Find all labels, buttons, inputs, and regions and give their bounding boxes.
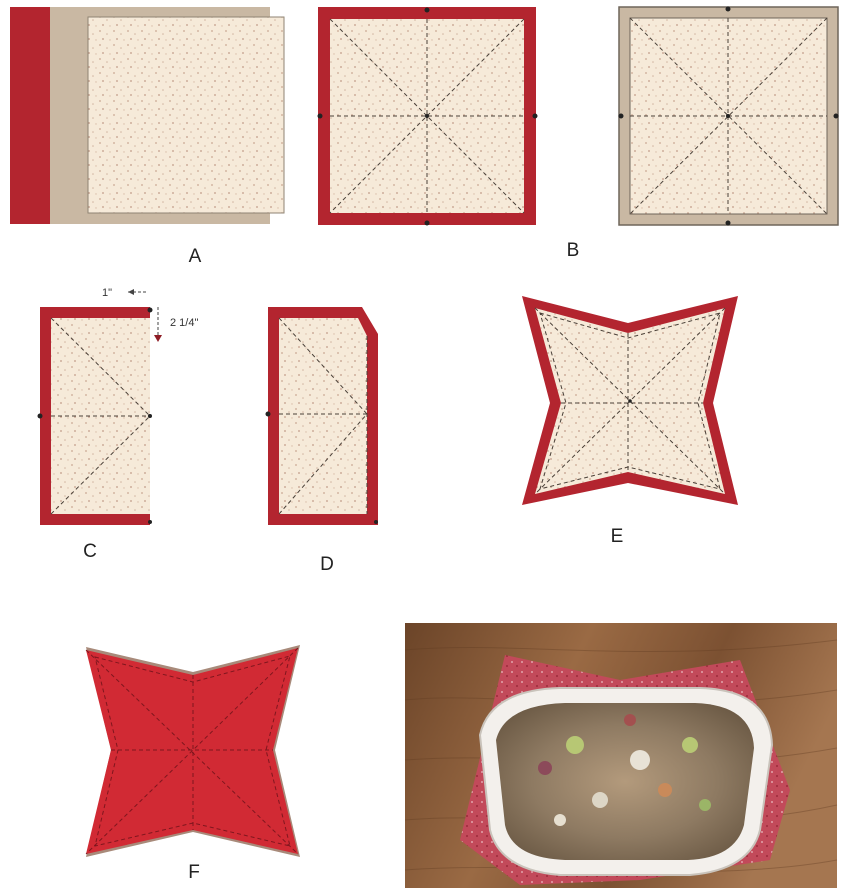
fold-height-label: 2 1/4" xyxy=(170,317,198,329)
pin-mark xyxy=(38,414,43,419)
pin-mark xyxy=(374,520,378,524)
label-a: A xyxy=(189,246,202,267)
label-b: B xyxy=(567,240,580,261)
label-d: D xyxy=(320,554,334,575)
cream-center xyxy=(279,318,367,514)
step-a-layered-fabrics xyxy=(10,7,284,224)
finished-cozy-photo xyxy=(405,623,837,888)
step-c-folded-half: 1" 2 1/4" xyxy=(38,287,199,525)
pin-mark xyxy=(148,414,152,418)
step-b-red-square xyxy=(318,7,538,226)
label-f: F xyxy=(188,862,200,883)
center-mark xyxy=(628,399,632,403)
fold-width-label: 1" xyxy=(102,287,112,299)
pin-mark xyxy=(148,308,153,313)
label-c: C xyxy=(83,541,97,562)
pin-mark xyxy=(148,520,152,524)
step-e-star-cozy xyxy=(522,296,738,505)
step-d-corner-cut xyxy=(266,307,379,525)
step-b-tan-square xyxy=(619,7,839,226)
step-f-finished-cozy xyxy=(86,645,300,857)
soup xyxy=(496,703,754,860)
label-e: E xyxy=(611,526,624,547)
cream-fabric-layer xyxy=(88,17,284,213)
pin-mark xyxy=(266,412,271,417)
